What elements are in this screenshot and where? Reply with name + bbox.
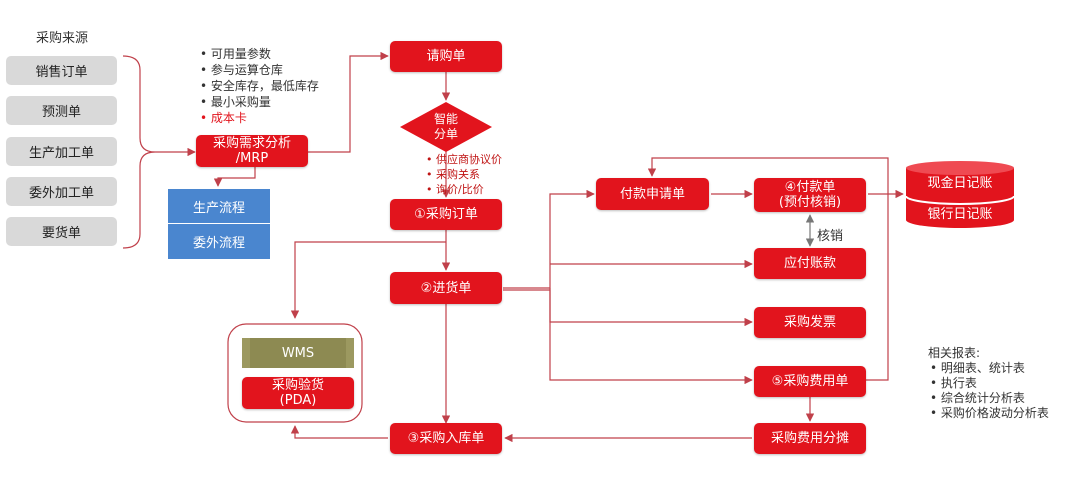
report-item: 采购价格波动分析表 [930,406,1049,421]
cash-journal-label[interactable]: 现金日记账 [927,176,993,191]
payment-label: ④付款单 [784,180,836,195]
journals-database-icon [905,161,1015,228]
invoice-box[interactable]: 采购发票 [754,307,866,338]
expense-box[interactable]: ⑤采购费用单 [754,366,866,397]
split-rule: 供应商协议价 [426,152,502,167]
report-item: 执行表 [930,376,1049,391]
source-outsourcing-order[interactable]: 委外加工单 [6,177,117,206]
mrp-param: 安全库存，最低库存 [200,78,319,94]
requisition-box[interactable]: 请购单 [390,41,502,72]
sources-title: 采购来源 [36,31,89,46]
smart-split-line2: 分单 [433,127,458,141]
smart-split-line1: 智能 [433,112,458,126]
pda-inspection-label: 采购验货 [271,378,324,393]
payment-box[interactable]: ④付款单 (预付核销) [754,178,866,212]
receipt-box[interactable]: ②进货单 [390,272,502,304]
bank-journal-label[interactable]: 银行日记账 [927,207,993,222]
mrp-param: 可用量参数 [200,46,319,62]
source-forecast[interactable]: 预测单 [6,96,117,125]
smart-split-diamond [400,102,492,152]
pda-inspection-sublabel: (PDA) [279,393,317,408]
mrp-analysis-label: 采购需求分析 [212,136,291,151]
payment-sublabel: (预付核销) [778,195,842,210]
wms-box[interactable]: WMS [242,338,354,368]
split-rule: 采购关系 [426,167,502,182]
payment-request-box[interactable]: 付款申请单 [596,178,709,210]
mrp-param: 参与运算仓库 [200,62,319,78]
pda-inspection-box[interactable]: 采购验货 (PDA) [242,377,354,409]
reports-list: 明细表、统计表 执行表 综合统计分析表 采购价格波动分析表 [930,361,1049,421]
wms-label: WMS [281,345,315,361]
mrp-analysis-box[interactable]: 采购需求分析 /MRP [196,135,308,167]
smart-split-label: 智能 分单 [420,112,472,142]
outsourcing-flow-box[interactable]: 委外流程 [167,223,271,260]
report-item: 综合统计分析表 [930,391,1049,406]
source-production-order[interactable]: 生产加工单 [6,137,117,166]
purchase-order-box[interactable]: ①采购订单 [390,199,502,230]
expense-allocation-box[interactable]: 采购费用分摊 [754,423,866,454]
warehousing-box[interactable]: ③采购入库单 [390,423,502,454]
source-sales-order[interactable]: 销售订单 [6,56,117,85]
production-flow-box[interactable]: 生产流程 [167,188,271,224]
mrp-param: 最小采购量 [200,94,319,110]
payable-box[interactable]: 应付账款 [754,248,866,279]
mrp-param-highlight: 成本卡 [200,110,319,126]
source-requisition[interactable]: 要货单 [6,217,117,246]
sources-brace [122,55,156,249]
report-item: 明细表、统计表 [930,361,1049,376]
reports-title: 相关报表: [928,346,981,360]
writeoff-label: 核销 [817,229,844,244]
split-rules-list: 供应商协议价 采购关系 询价/比价 [426,152,502,197]
mrp-analysis-sublabel: /MRP [235,151,269,166]
mrp-params-list: 可用量参数 参与运算仓库 安全库存，最低库存 最小采购量 成本卡 [200,46,319,126]
split-rule: 询价/比价 [426,182,502,197]
